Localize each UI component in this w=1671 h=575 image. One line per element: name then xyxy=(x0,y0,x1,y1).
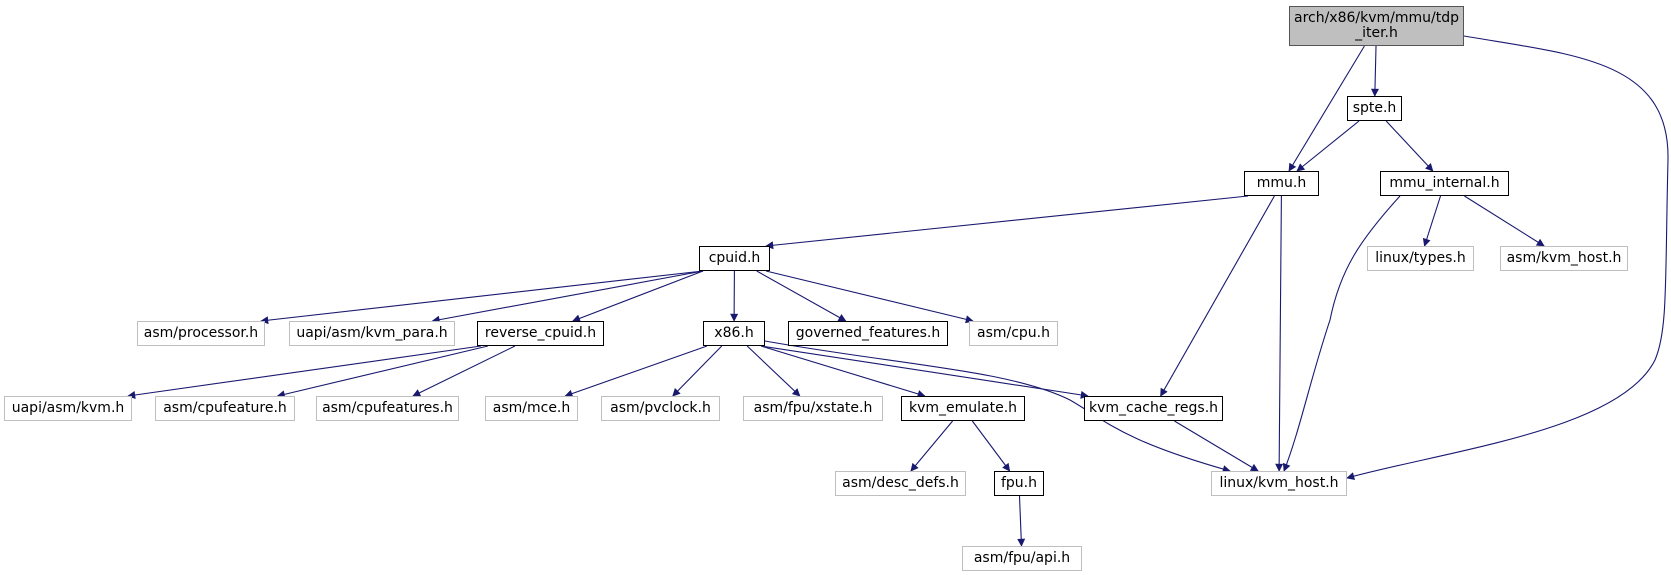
node-governed-features[interactable]: governed_features.h xyxy=(788,321,948,346)
edge-tdp-iter-to-linux-kvm-host xyxy=(1346,35,1669,480)
edge-cpuid-to-asm-processor xyxy=(260,270,704,325)
edge-mmu-internal-to-linux-kvm-host xyxy=(1282,195,1401,472)
edge-x86-to-asm-fpu-xstate xyxy=(746,345,801,397)
node-label: cpuid.h xyxy=(708,250,761,266)
node-linux-kvm-host: linux/kvm_host.h xyxy=(1211,471,1347,496)
edge-reverse-cpuid-to-uapi-kvm xyxy=(127,345,482,399)
edge-mmu-internal-to-asm-kvm-host xyxy=(1464,195,1545,247)
edge-layer xyxy=(127,35,1669,547)
edge-cpuid-to-reverse-cpuid xyxy=(572,270,704,323)
edge-spte-to-mmu-internal xyxy=(1385,120,1434,172)
node-tdp-iter: arch/x86/kvm/mmu/tdp _iter.h xyxy=(1289,6,1464,46)
edge-mmu-to-cpuid xyxy=(765,195,1249,250)
edge-reverse-cpuid-to-asm-cpufeature xyxy=(276,345,489,399)
edge-x86-to-linux-kvm-host xyxy=(764,340,1231,473)
node-label: governed_features.h xyxy=(795,325,941,341)
node-asm-cpu: asm/cpu.h xyxy=(969,321,1058,346)
node-uapi-kvm: uapi/asm/kvm.h xyxy=(4,396,132,421)
node-asm-fpu-xstate: asm/fpu/xstate.h xyxy=(743,396,883,421)
node-asm-processor: asm/processor.h xyxy=(137,321,265,346)
node-kvm-cache-regs[interactable]: kvm_cache_regs.h xyxy=(1084,396,1223,421)
node-label: spte.h xyxy=(1352,100,1397,116)
node-reverse-cpuid[interactable]: reverse_cpuid.h xyxy=(477,321,604,346)
node-label: x86.h xyxy=(714,325,754,341)
node-mmu-internal[interactable]: mmu_internal.h xyxy=(1380,171,1509,196)
edge-x86-to-kvm-emulate xyxy=(760,345,926,398)
edge-mmu-internal-to-linux-types xyxy=(1422,195,1442,247)
node-label: asm/cpufeatures.h xyxy=(322,400,453,416)
node-label: uapi/asm/kvm_para.h xyxy=(296,325,448,341)
node-label: kvm_cache_regs.h xyxy=(1088,400,1219,416)
node-label: asm/mce.h xyxy=(492,400,571,416)
node-label: asm/cpufeature.h xyxy=(163,400,287,416)
edge-kvm-emulate-to-fpu xyxy=(971,420,1011,472)
node-label: asm/fpu/xstate.h xyxy=(753,400,873,416)
node-x86[interactable]: x86.h xyxy=(703,321,765,346)
edge-mmu-to-linux-kvm-host xyxy=(1275,195,1284,472)
node-label: asm/fpu/api.h xyxy=(973,550,1071,566)
node-label: uapi/asm/kvm.h xyxy=(11,400,125,416)
edge-reverse-cpuid-to-asm-cpufeatures xyxy=(412,345,516,397)
node-label: asm/kvm_host.h xyxy=(1506,250,1622,266)
edge-fpu-to-asm-fpu-api xyxy=(1017,495,1026,547)
edge-x86-to-kvm-cache-regs xyxy=(760,345,1089,399)
edge-kvm-cache-regs-to-linux-kvm-host xyxy=(1174,420,1259,472)
node-label: fpu.h xyxy=(1000,475,1037,491)
node-asm-cpufeatures: asm/cpufeatures.h xyxy=(316,396,459,421)
edge-tdp-iter-to-spte xyxy=(1370,45,1379,97)
node-label: linux/kvm_host.h xyxy=(1219,475,1339,491)
edge-spte-to-mmu xyxy=(1296,120,1360,172)
edge-x86-to-asm-mce xyxy=(564,345,708,398)
node-label: reverse_cpuid.h xyxy=(484,325,597,341)
edge-kvm-emulate-to-asm-desc-defs xyxy=(910,420,954,472)
node-asm-desc-defs: asm/desc_defs.h xyxy=(835,471,966,496)
node-asm-kvm-host: asm/kvm_host.h xyxy=(1500,246,1628,271)
node-label: mmu.h xyxy=(1256,175,1307,191)
node-asm-fpu-api: asm/fpu/api.h xyxy=(962,546,1082,571)
node-label: asm/processor.h xyxy=(143,325,259,341)
node-label: mmu_internal.h xyxy=(1389,175,1500,191)
node-cpuid[interactable]: cpuid.h xyxy=(699,246,770,271)
node-fpu[interactable]: fpu.h xyxy=(994,471,1044,496)
node-label: asm/desc_defs.h xyxy=(842,475,959,491)
node-label: linux/types.h xyxy=(1375,250,1466,266)
node-uapi-kvm-para: uapi/asm/kvm_para.h xyxy=(289,321,455,346)
node-linux-types: linux/types.h xyxy=(1367,246,1474,271)
edge-tdp-iter-to-mmu xyxy=(1288,45,1365,172)
node-label: kvm_emulate.h xyxy=(908,400,1018,416)
edge-mmu-to-kvm-cache-regs xyxy=(1160,195,1275,397)
edge-x86-to-asm-pvclock xyxy=(672,345,723,397)
node-label: asm/pvclock.h xyxy=(610,400,711,416)
node-asm-pvclock: asm/pvclock.h xyxy=(601,396,720,421)
node-spte[interactable]: spte.h xyxy=(1347,96,1402,121)
node-label: asm/cpu.h xyxy=(976,325,1050,341)
edge-cpuid-to-asm-cpu xyxy=(765,270,974,324)
node-label: arch/x86/kvm/mmu/tdp _iter.h xyxy=(1293,10,1459,41)
node-asm-mce: asm/mce.h xyxy=(485,396,578,421)
node-mmu[interactable]: mmu.h xyxy=(1244,171,1319,196)
edge-cpuid-to-governed-features xyxy=(756,270,847,322)
node-asm-cpufeature: asm/cpufeature.h xyxy=(155,396,295,421)
node-kvm-emulate[interactable]: kvm_emulate.h xyxy=(901,396,1025,421)
edge-cpuid-to-uapi-kvm-para xyxy=(431,270,704,324)
